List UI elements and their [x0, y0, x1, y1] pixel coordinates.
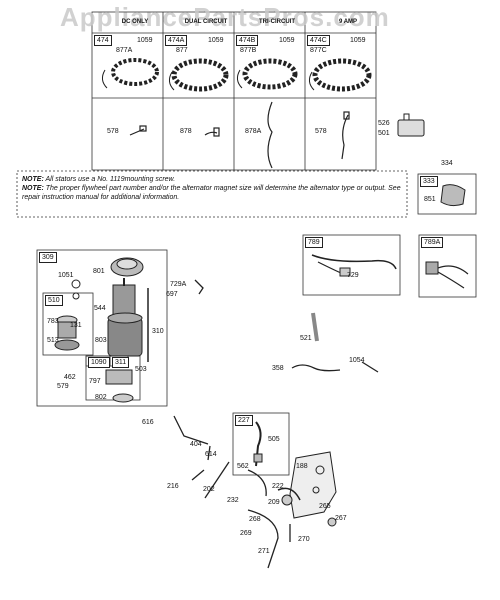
box-333 [417, 173, 477, 215]
part-202: 202 [203, 486, 215, 493]
box-789A-label: 789A [421, 237, 444, 248]
stator-table-grid [91, 11, 377, 171]
box-1090-label: 1090 [88, 357, 110, 368]
part-616: 616 [142, 419, 154, 426]
part-521: 521 [300, 335, 312, 342]
harness-drawings [129, 101, 350, 169]
part-503: 503 [135, 366, 147, 373]
box-227 [232, 412, 290, 476]
header-dc-only: DC ONLY [121, 18, 149, 25]
box-789A [418, 234, 477, 298]
harness-878: 878 [180, 128, 192, 135]
control-bracket [277, 451, 337, 527]
part-271: 271 [258, 548, 270, 555]
part-267: 267 [335, 515, 347, 522]
part-729: 729 [347, 272, 359, 279]
harness-578-b: 578 [315, 128, 327, 135]
header-tri-circuit: TRI-CIRCUIT [259, 18, 295, 25]
key-474B: 474B [236, 35, 259, 46]
screw-1059-b: 1059 [208, 37, 224, 44]
box-333-label: 333 [420, 176, 438, 187]
regulator-501 [397, 113, 425, 137]
part-269: 269 [240, 530, 252, 537]
stator-877-label: 877 [176, 47, 188, 54]
note-text: NOTE: All stators use a No. 1119mounting… [22, 175, 402, 202]
box-510-label: 510 [45, 295, 63, 306]
part-505: 505 [268, 436, 280, 443]
note-1: All stators use a No. 1119mounting screw… [45, 176, 176, 183]
key-474A: 474A [165, 35, 188, 46]
part-404: 404 [190, 441, 202, 448]
part-462: 462 [64, 374, 76, 381]
part-544: 544 [94, 305, 106, 312]
box-309-label: 309 [39, 252, 57, 263]
part-358: 358 [272, 365, 284, 372]
screw-1059-c: 1059 [279, 37, 295, 44]
screw-1059-a: 1059 [137, 37, 153, 44]
harness-578-a: 578 [107, 128, 119, 135]
part-802: 802 [95, 394, 107, 401]
part-188: 188 [296, 463, 308, 470]
part-614: 614 [205, 451, 217, 458]
box-227-label: 227 [235, 415, 253, 426]
key-474: 474 [94, 35, 112, 46]
part-513: 513 [47, 337, 59, 344]
part-851: 851 [424, 196, 436, 203]
part-562: 562 [237, 463, 249, 470]
part-783: 783 [47, 318, 59, 325]
note-box [16, 170, 408, 218]
header-9-amp: 9 AMP [338, 18, 358, 25]
stator-877C-label: 877C [310, 47, 327, 54]
screw-1059-d: 1059 [350, 37, 366, 44]
stator-877A [101, 58, 159, 89]
part-1054: 1054 [349, 357, 365, 364]
part-579: 579 [57, 383, 69, 390]
part-270: 270 [298, 536, 310, 543]
header-dual-circuit: DUAL CIRCUIT [184, 18, 228, 25]
box-789-label: 789 [305, 237, 323, 248]
part-222: 222 [272, 483, 284, 490]
stator-877 [168, 58, 229, 92]
part-232: 232 [227, 497, 239, 504]
harness-878A: 878A [245, 128, 262, 135]
part-501: 501 [378, 130, 390, 137]
part-797: 797 [89, 378, 101, 385]
stator-877A-label: 877A [116, 47, 133, 54]
key-474C: 474C [307, 35, 330, 46]
note-1-prefix: NOTE: [22, 176, 44, 183]
part-310: 310 [152, 328, 164, 335]
part-334: 334 [441, 160, 453, 167]
part-209: 209 [268, 499, 280, 506]
part-801: 801 [93, 268, 105, 275]
part-216: 216 [167, 483, 179, 490]
misc-parts [173, 279, 379, 569]
box-309 [36, 249, 168, 407]
watermark: AppliancePartsPros.com [60, 2, 390, 32]
stator-877C [308, 58, 372, 92]
part-1051: 1051 [58, 272, 74, 279]
note-2-prefix: NOTE: [22, 185, 44, 192]
part-131: 131 [70, 322, 82, 329]
box-789 [302, 234, 401, 296]
part-268: 268 [249, 516, 261, 523]
part-697: 697 [166, 291, 178, 298]
part-526: 526 [378, 120, 390, 127]
part-265: 265 [319, 503, 331, 510]
part-803: 803 [95, 337, 107, 344]
stator-877B [236, 58, 298, 90]
stator-877B-label: 877B [240, 47, 257, 54]
part-729A: 729A [170, 281, 187, 288]
note-2: The proper flywheel part number and/or t… [22, 185, 401, 201]
box-311-label: 311 [112, 357, 130, 368]
